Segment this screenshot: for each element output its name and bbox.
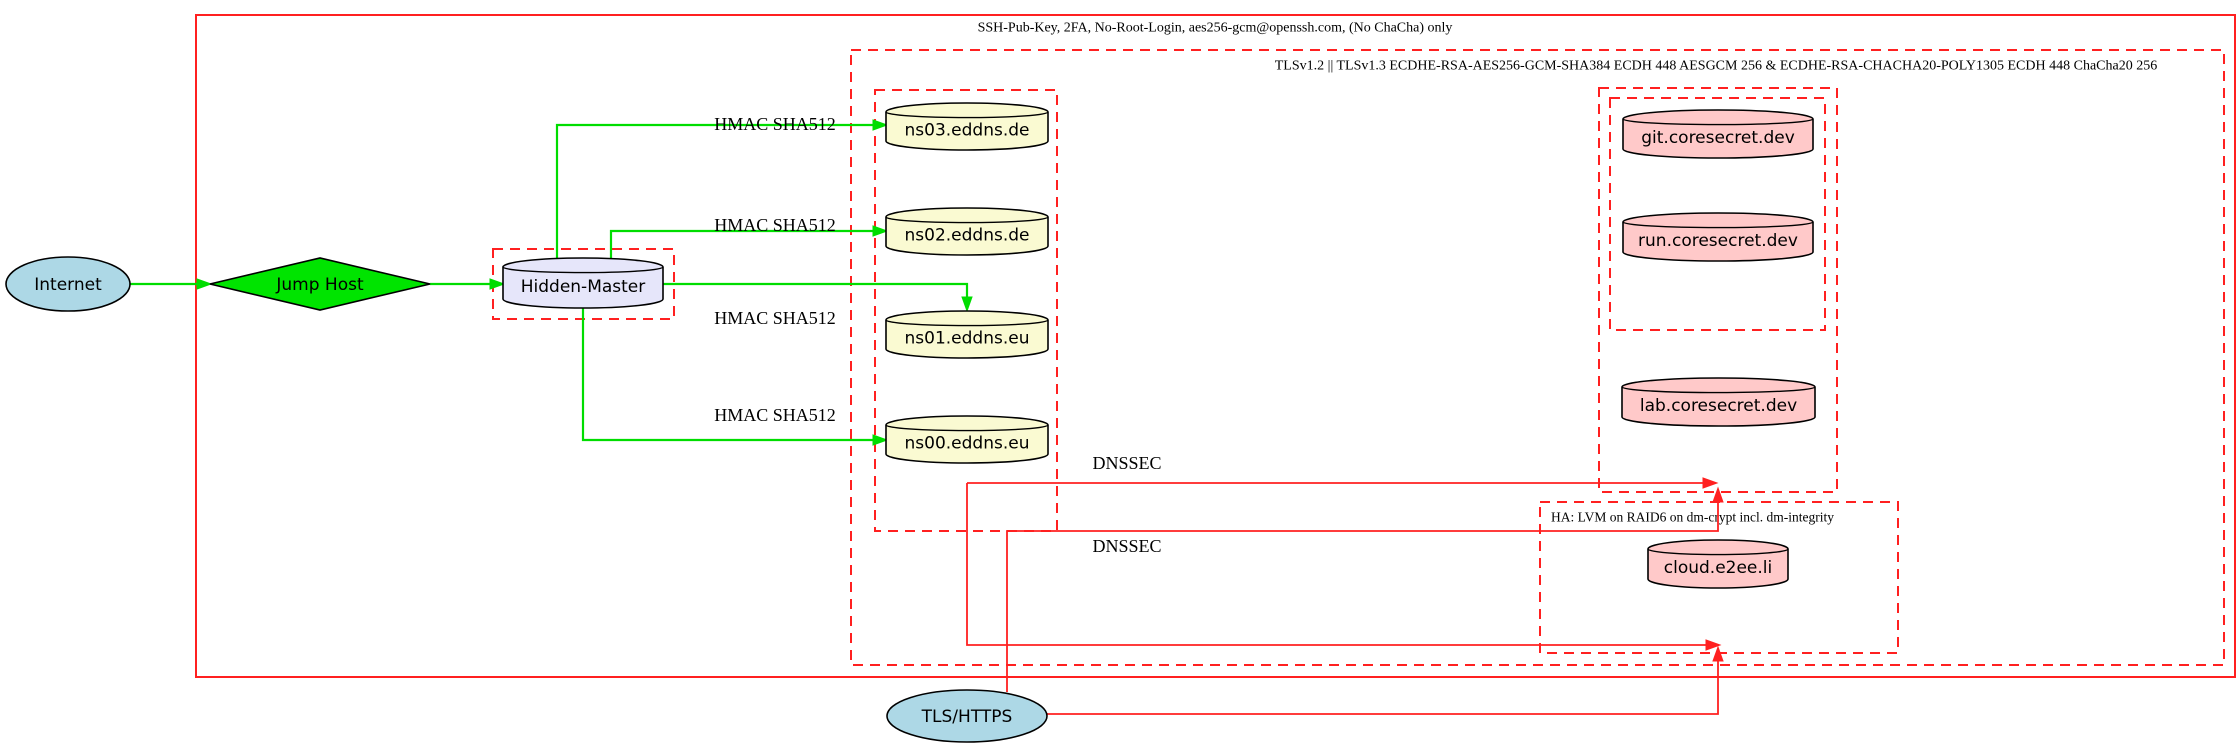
- ns00-lens-icon: [885, 424, 1049, 432]
- ns02-lens-icon: [885, 216, 1049, 224]
- ns01-node: ns01.eddns.eu: [885, 310, 1049, 359]
- hiddenmaster-to-ns00-arrowhead-icon: [872, 434, 889, 446]
- dnssec-to-ha-arrowhead-icon: [1705, 639, 1722, 651]
- hiddenmaster-to-ns03-edge: [555, 123, 873, 259]
- internet-node: Internet: [5, 256, 131, 312]
- dnssec-to-coresecret-arrowhead-icon: [1702, 477, 1719, 489]
- internet-label: Internet: [34, 275, 102, 295]
- hiddenmaster-to-ns02-arrowhead-icon: [872, 225, 889, 237]
- ns03-label: ns03.eddns.de: [905, 121, 1030, 141]
- hidden-master-node: Hidden-Master: [502, 257, 664, 309]
- tls-to-ha-arrowhead-icon: [1712, 645, 1724, 662]
- coresecret-outer-boundary-group: [1598, 87, 1838, 493]
- hiddenmaster-to-ns03-arrowhead-icon: [872, 119, 889, 131]
- ssh-boundary: [195, 14, 2236, 678]
- jump-host-shape: [209, 257, 431, 311]
- jump-host-label: Jump Host: [275, 275, 364, 295]
- ns03-node: ns03.eddns.de: [885, 102, 1049, 151]
- hmac-ns00-label: HMAC SHA512: [714, 405, 836, 425]
- ns02-node: ns02.eddns.de: [885, 207, 1049, 256]
- dnssec-to-ha-edge: [966, 483, 1706, 646]
- tls-https-node: TLS/HTTPS: [886, 689, 1048, 743]
- lab-coresecret-node: lab.coresecret.dev: [1621, 377, 1816, 427]
- tls-to-ha-edge: [1047, 661, 1719, 715]
- jumphost-to-hiddenmaster-arrowhead-icon: [489, 278, 506, 290]
- hiddenmaster-to-ns00-edge: [581, 307, 873, 442]
- ns03-shape: [885, 102, 1049, 151]
- dns-boundary: [874, 89, 1058, 532]
- tls-https-label: TLS/HTTPS: [921, 707, 1013, 727]
- hidden-master-label: Hidden-Master: [521, 277, 646, 297]
- dnssec-2-label: DNSSEC: [1092, 536, 1161, 556]
- run-coresecret-shape: [1622, 212, 1814, 262]
- tls-boundary-group: TLSv1.2 || TLSv1.3 ECDHE-RSA-AES256-GCM-…: [850, 49, 2225, 666]
- ha-boundary-label: HA: LVM on RAID6 on dm-crypt incl. dm-in…: [1551, 510, 1834, 525]
- coresecret-inner-boundary: [1609, 97, 1826, 331]
- hiddenmaster-to-ns01-edge: [663, 282, 969, 297]
- ns00-shape: [885, 415, 1049, 464]
- ns00-node: ns00.eddns.eu: [885, 415, 1049, 464]
- hidden-master-lens-icon: [502, 266, 664, 274]
- cloud-e2ee-node: cloud.e2ee.li: [1647, 539, 1789, 589]
- ns01-lens-icon: [885, 319, 1049, 327]
- coresecret-outer-boundary: [1598, 87, 1838, 493]
- tls-https-shape: [886, 689, 1048, 743]
- git-coresecret-lens-icon: [1622, 118, 1814, 126]
- tls-to-coresecret-arrowhead-icon: [1712, 486, 1724, 503]
- git-coresecret-shape: [1622, 109, 1814, 159]
- git-coresecret-label: git.coresecret.dev: [1641, 128, 1795, 148]
- hidden-master-shape: [502, 257, 664, 309]
- tls-to-coresecret-edge: [1006, 502, 1719, 692]
- lab-coresecret-lens-icon: [1621, 386, 1816, 394]
- tls-boundary: [850, 49, 2225, 666]
- coresecret-inner-boundary-group: [1609, 97, 1826, 331]
- lab-coresecret-shape: [1621, 377, 1816, 427]
- cloud-e2ee-label: cloud.e2ee.li: [1664, 558, 1772, 578]
- ns01-label: ns01.eddns.eu: [905, 329, 1030, 349]
- run-coresecret-node: run.coresecret.dev: [1622, 212, 1814, 262]
- internet-to-jumphost-arrowhead-icon: [196, 278, 213, 290]
- ns02-label: ns02.eddns.de: [905, 226, 1030, 246]
- ns01-shape: [885, 310, 1049, 359]
- dnssec-1-label: DNSSEC: [1092, 453, 1161, 473]
- ssh-boundary-label: SSH-Pub-Key, 2FA, No-Root-Login, aes256-…: [978, 21, 1453, 36]
- dns-boundary-group: [874, 89, 1058, 532]
- hiddenmaster-to-ns01-arrowhead-icon: [961, 296, 973, 313]
- ns03-lens-icon: [885, 111, 1049, 119]
- jump-host-node: Jump Host: [209, 257, 431, 311]
- hmac-ns01-label: HMAC SHA512: [714, 308, 836, 328]
- run-coresecret-label: run.coresecret.dev: [1638, 231, 1798, 251]
- hmac-ns03-label: HMAC SHA512: [714, 114, 836, 134]
- cloud-e2ee-lens-icon: [1647, 548, 1789, 556]
- run-coresecret-lens-icon: [1622, 221, 1814, 229]
- ns02-shape: [885, 207, 1049, 256]
- ns00-label: ns00.eddns.eu: [905, 434, 1030, 454]
- lab-coresecret-label: lab.coresecret.dev: [1640, 396, 1797, 416]
- git-coresecret-node: git.coresecret.dev: [1622, 109, 1814, 159]
- tls-boundary-label: TLSv1.2 || TLSv1.3 ECDHE-RSA-AES256-GCM-…: [1275, 59, 2157, 74]
- hmac-ns02-label: HMAC SHA512: [714, 215, 836, 235]
- cloud-e2ee-shape: [1647, 539, 1789, 589]
- internet-shape: [5, 256, 131, 312]
- hiddenmaster-to-ns02-edge: [609, 229, 873, 259]
- ssh-boundary-group: SSH-Pub-Key, 2FA, No-Root-Login, aes256-…: [195, 14, 2236, 678]
